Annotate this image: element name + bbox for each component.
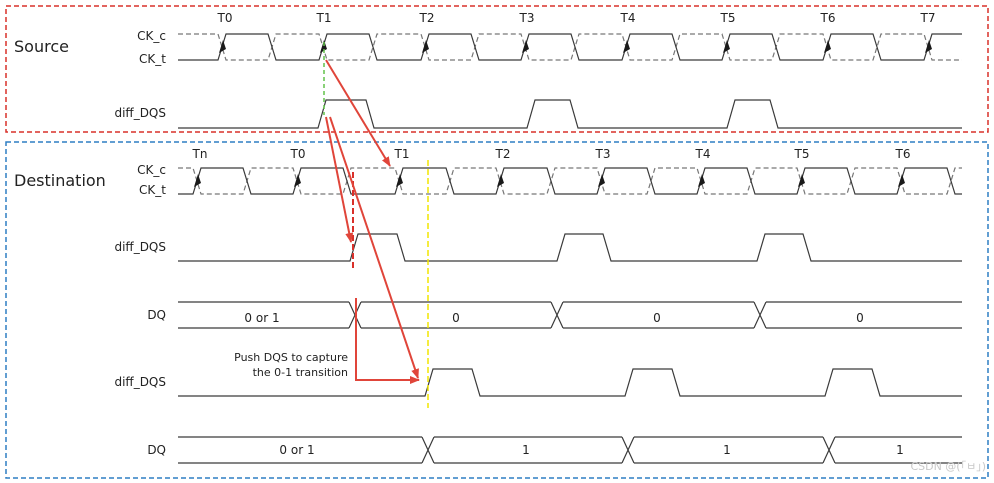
dest-tick-label: Tn (192, 147, 208, 161)
source-tick-label: T2 (419, 11, 435, 25)
dst-dq-2-segment (178, 436, 422, 464)
source-tick-label: T6 (820, 11, 836, 25)
dest-diff-dqs-waveform (178, 233, 962, 262)
dest-tick-label: T5 (794, 147, 810, 161)
dst-ck-c-line (178, 167, 962, 195)
source-ck-t-label: CK_t (139, 52, 166, 66)
dest-diff-dqs-2-waveform (178, 368, 962, 397)
source-tick-label: T4 (620, 11, 636, 25)
source-ck-c-label: CK_c (137, 29, 166, 43)
dest-ck-t-label: CK_t (139, 183, 166, 197)
destination-title: Destination (14, 171, 106, 190)
arrow-t1-to-dest-t1 (325, 59, 391, 167)
dst-ck-t-line (178, 167, 962, 195)
dest-dq-2-bus (178, 436, 962, 464)
csdn-watermark: CSDN @(「ㅂ」) (910, 460, 986, 473)
src-edge-marker (320, 40, 327, 53)
dst-dq-2-crossing (421, 436, 435, 464)
dst-edge-marker (294, 174, 301, 187)
dst-edge-marker (798, 174, 805, 187)
dest-ck-c-label: CK_c (137, 163, 166, 177)
source-tick-label: T3 (519, 11, 535, 25)
dst-dq-2-crossing (822, 436, 836, 464)
arrow-push-dqs (355, 298, 420, 384)
dest-tick-label: T3 (595, 147, 611, 161)
dest-diff-dqs-label: diff_DQS (114, 240, 166, 254)
dst-edge-marker (598, 174, 605, 187)
src-edge-marker (422, 40, 429, 53)
dst-dq-2-segment (634, 436, 823, 464)
dst-diff-dqs-line (178, 233, 962, 262)
dest-diff-dqs-2-label: diff_DQS (114, 375, 166, 389)
source-diff-dqs-label: diff_DQS (114, 106, 166, 120)
source-frame (5, 5, 989, 133)
dst-dq-segment (766, 301, 962, 329)
dst-dq-crossing (753, 301, 767, 329)
src-diff-dqs-line (178, 99, 962, 129)
src-edge-marker (925, 40, 932, 53)
dst-edge-marker (898, 174, 905, 187)
source-title: Source (14, 37, 69, 56)
src-edge-marker (723, 40, 730, 53)
dq2-value: 1 (896, 443, 904, 457)
dest-tick-label: T4 (695, 147, 711, 161)
dest-tick-label: T6 (895, 147, 911, 161)
src-edge-marker (623, 40, 630, 53)
source-tick-label: T1 (316, 11, 332, 25)
source-tick-label: T0 (217, 11, 233, 25)
dq2-value: 0 or 1 (279, 443, 314, 457)
src-edge-marker (219, 40, 226, 53)
arrow-dqs-to-dest-dqs2 (329, 116, 419, 379)
source-clock-waveform (178, 33, 962, 61)
dq-value: 0 (653, 311, 661, 325)
push-dqs-note-line2: the 0-1 transition (253, 366, 348, 379)
arrow-dqs-to-dest-dqs (325, 116, 354, 243)
destination-frame (5, 141, 989, 479)
dst-edge-marker (194, 174, 201, 187)
dest-clock-waveform (178, 167, 962, 195)
source-diff-dqs-waveform (178, 99, 962, 129)
push-dqs-note-line1: Push DQS to capture (234, 351, 348, 364)
dq2-value: 1 (723, 443, 731, 457)
dst-edge-marker (698, 174, 705, 187)
src-ck-c-line (178, 33, 962, 61)
dst-dq-crossing (550, 301, 564, 329)
dest-tick-label: T2 (495, 147, 511, 161)
dest-dq-2-label: DQ (147, 443, 166, 457)
dst-dq-2-segment (434, 436, 622, 464)
dq2-value: 1 (522, 443, 530, 457)
dest-dq-label: DQ (147, 308, 166, 322)
src-ck-t-line (178, 33, 962, 61)
dest-tick-label: T1 (394, 147, 410, 161)
source-tick-label: T5 (720, 11, 736, 25)
src-edge-marker (824, 40, 831, 53)
dst-edge-marker (497, 174, 504, 187)
dest-dq-bus (178, 301, 962, 329)
dq-value: 0 (856, 311, 864, 325)
dq-value: 0 (452, 311, 460, 325)
dst-dq-2-segment (835, 436, 962, 464)
dst-dq-2-crossing (621, 436, 635, 464)
source-tick-label: T7 (920, 11, 936, 25)
dst-dq-segment (178, 301, 349, 329)
dst-edge-marker (396, 174, 403, 187)
dq-value: 0 or 1 (244, 311, 279, 325)
dst-diff-dqs-2-line (178, 368, 962, 397)
dest-tick-label: T0 (290, 147, 306, 161)
dst-dq-segment (563, 301, 754, 329)
src-edge-marker (522, 40, 529, 53)
